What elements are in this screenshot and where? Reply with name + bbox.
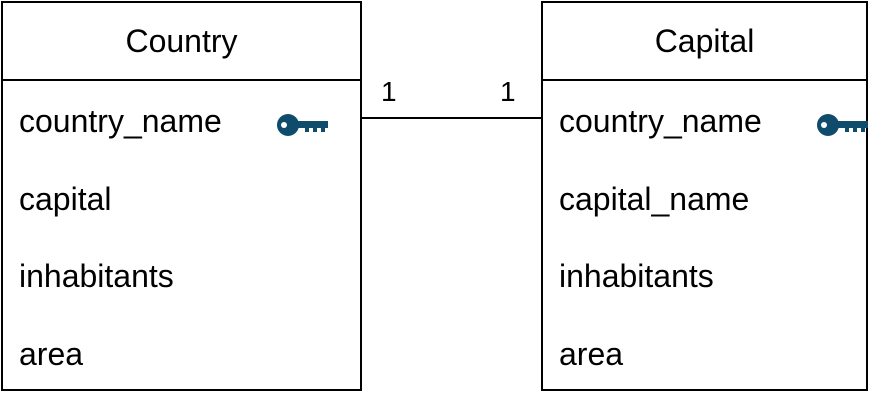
entity-country: Country country_name capital inhabitants… — [1, 1, 362, 391]
attribute-country-name: country_name — [19, 103, 222, 139]
key-icon — [277, 114, 328, 136]
entity-title: Country — [3, 3, 360, 81]
key-icon — [817, 114, 868, 136]
relationship-line — [362, 117, 541, 119]
attribute-area: area — [559, 336, 624, 372]
attribute-inhabitants: inhabitants — [559, 258, 714, 294]
attribute-inhabitants: inhabitants — [19, 258, 174, 294]
attribute-area: area — [19, 336, 84, 372]
cardinality-left: 1 — [381, 76, 397, 107]
entity-title: Capital — [543, 3, 866, 81]
cardinality-right: 1 — [500, 76, 516, 107]
attribute-capital-name: capital_name — [559, 181, 750, 217]
entity-capital: Capital country_name capital_name inhabi… — [541, 1, 868, 391]
attribute-country-name: country_name — [559, 103, 762, 139]
attribute-capital: capital — [19, 181, 112, 217]
